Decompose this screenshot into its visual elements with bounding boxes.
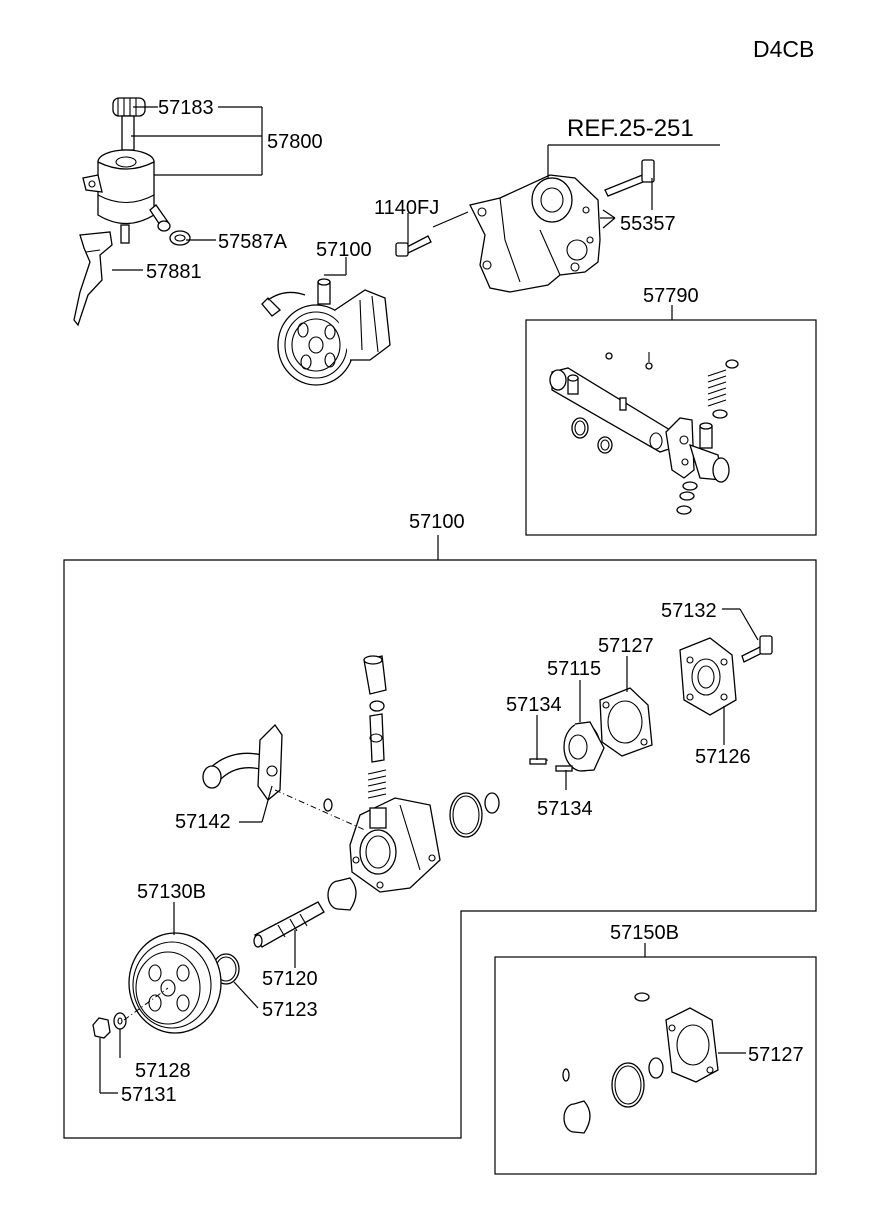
label-57130B: 57130B xyxy=(137,881,206,903)
label-57150B: 57150B xyxy=(610,922,679,944)
box-57150B xyxy=(494,956,817,1175)
label-57100-top: 57100 xyxy=(316,239,372,261)
label-57800: 57800 xyxy=(267,131,323,153)
reference-label: REF.25-251 xyxy=(567,115,694,142)
label-57126: 57126 xyxy=(695,746,751,768)
pump-assembly-drawing xyxy=(261,278,391,386)
pump-body-exploded-drawing xyxy=(92,635,773,1039)
label-57131: 57131 xyxy=(121,1084,177,1106)
label-57128: 57128 xyxy=(135,1060,191,1082)
label-57115: 57115 xyxy=(547,658,601,680)
label-1140FJ: 1140FJ xyxy=(374,197,439,219)
label-57881: 57881 xyxy=(146,261,202,283)
label-57183: 57183 xyxy=(158,97,214,119)
label-57142: 57142 xyxy=(175,811,231,833)
reservoir-assembly-drawing xyxy=(73,97,191,327)
label-57132: 57132 xyxy=(661,600,717,622)
seal-kit-drawing xyxy=(562,992,719,1134)
label-57127-upper: 57127 xyxy=(598,635,654,657)
label-57100-box: 57100 xyxy=(409,511,465,533)
box-57100 xyxy=(63,559,817,1139)
mounting-bracket-drawing xyxy=(395,159,655,293)
label-57587A: 57587A xyxy=(218,231,288,253)
engine-code: D4CB xyxy=(753,36,814,62)
valve-housing-drawing xyxy=(549,352,739,515)
label-55357: 55357 xyxy=(620,213,676,235)
box-57790 xyxy=(525,319,817,536)
label-57134-lower: 57134 xyxy=(537,798,593,820)
label-57123: 57123 xyxy=(262,999,318,1021)
label-57120: 57120 xyxy=(262,968,318,990)
label-57134-upper: 57134 xyxy=(506,694,562,716)
label-57790: 57790 xyxy=(643,285,699,307)
label-57127-kit: 57127 xyxy=(748,1044,804,1066)
